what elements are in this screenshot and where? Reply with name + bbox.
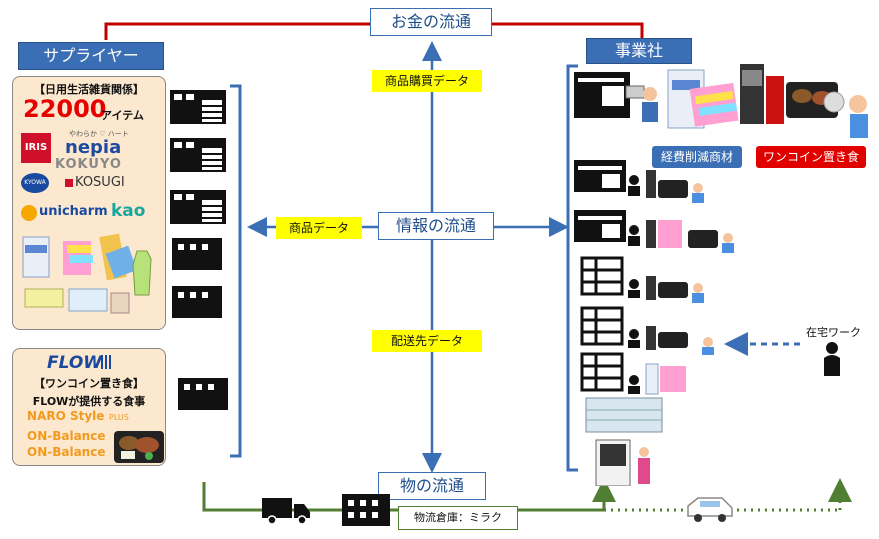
nepia-logo: nepia xyxy=(65,137,122,158)
daily-products-image xyxy=(22,233,152,314)
goods-flow-box: 物の流通 xyxy=(378,472,486,500)
cost-reduction-tag: 経費削減商材 xyxy=(652,146,742,168)
on-balance-logo-1: ON-Balance xyxy=(27,429,106,443)
showcase-fridge xyxy=(585,397,663,433)
office-row-3 xyxy=(580,352,686,395)
onecoin-tag: ワンコイン置き食 xyxy=(756,146,866,168)
factory-icon-2 xyxy=(170,138,226,172)
factory-icon-3 xyxy=(170,190,226,224)
money-flow-label: お金の流通 xyxy=(390,12,471,31)
yawaraka-heart-text: やわらか ♡ ハート xyxy=(69,130,129,138)
kokuyo-logo: KOKUYO xyxy=(55,157,122,172)
company-offices xyxy=(574,160,734,486)
supplier-buildings xyxy=(170,90,228,410)
shop-row-1 xyxy=(574,160,704,203)
purchase-data-label: 商品購買データ xyxy=(372,70,482,92)
supplier-bracket xyxy=(230,84,242,458)
info-flow-label: 情報の流通 xyxy=(395,216,476,235)
company-top-illustration xyxy=(574,64,868,138)
unicharm-mark-icon xyxy=(21,205,37,221)
kao-logo: kao xyxy=(111,201,146,221)
office-row-1 xyxy=(580,256,704,303)
company-title: 事業社 xyxy=(586,38,692,64)
item-count-unit: アイテム xyxy=(101,109,144,122)
factory-icon-1 xyxy=(170,90,226,124)
kosugi-logo: KOSUGI xyxy=(75,175,125,190)
shop-row-2 xyxy=(574,210,734,253)
office-building-icon-2 xyxy=(172,286,222,318)
goods-flow-label: 物の流通 xyxy=(399,476,464,495)
on-balance-logo-2: ON-Balance xyxy=(27,445,106,459)
truck-icon xyxy=(262,498,310,525)
car-icon xyxy=(687,497,733,522)
flow-stripes-icon xyxy=(101,355,113,369)
person-icon xyxy=(824,342,840,376)
daily-header: 【日用生活雑貨関係】 xyxy=(34,83,144,96)
company-bracket xyxy=(566,64,578,472)
iris-logo: IRIS xyxy=(21,133,51,163)
product-data-label: 商品データ xyxy=(276,217,362,239)
onecoin-header: 【ワンコイン置き食】 xyxy=(34,377,144,390)
supplier-title: サプライヤー xyxy=(18,42,164,70)
delivery-data-label: 配送先データ xyxy=(372,330,482,352)
money-line-right xyxy=(492,22,644,40)
office-building-icon-1 xyxy=(172,238,222,270)
flow-logo: FLOW xyxy=(47,353,103,373)
bento-image xyxy=(114,431,164,463)
unicharm-logo: unicharm xyxy=(39,204,108,219)
info-flow-box: 情報の流通 xyxy=(378,212,494,240)
office-row-2 xyxy=(580,306,714,355)
daily-goods-panel: 【日用生活雑貨関係】 22000 アイテム IRIS やわらか ♡ ハート ne… xyxy=(12,76,166,330)
onecoin-panel: FLOW 【ワンコイン置き食】 FLOWが提供する食事 NARO Style P… xyxy=(12,348,166,466)
office-building-icon-3 xyxy=(178,378,228,410)
warehouse-label: 物流倉庫：ミラク xyxy=(398,506,518,530)
onecoin-tagline: FLOWが提供する食事 xyxy=(32,395,146,408)
vending-machine xyxy=(595,439,650,486)
kosugi-mark-icon xyxy=(65,179,73,187)
money-line-left xyxy=(104,22,370,40)
kyowa-logo: KYOWA xyxy=(21,173,49,193)
money-flow-box: お金の流通 xyxy=(370,8,492,36)
warehouse-icon xyxy=(342,494,390,526)
remote-work-label: 在宅ワーク xyxy=(806,326,861,339)
naro-style-logo: NARO Style xyxy=(27,409,105,423)
plus-logo: PLUS xyxy=(109,413,129,422)
item-count-number: 22000 xyxy=(23,95,107,123)
